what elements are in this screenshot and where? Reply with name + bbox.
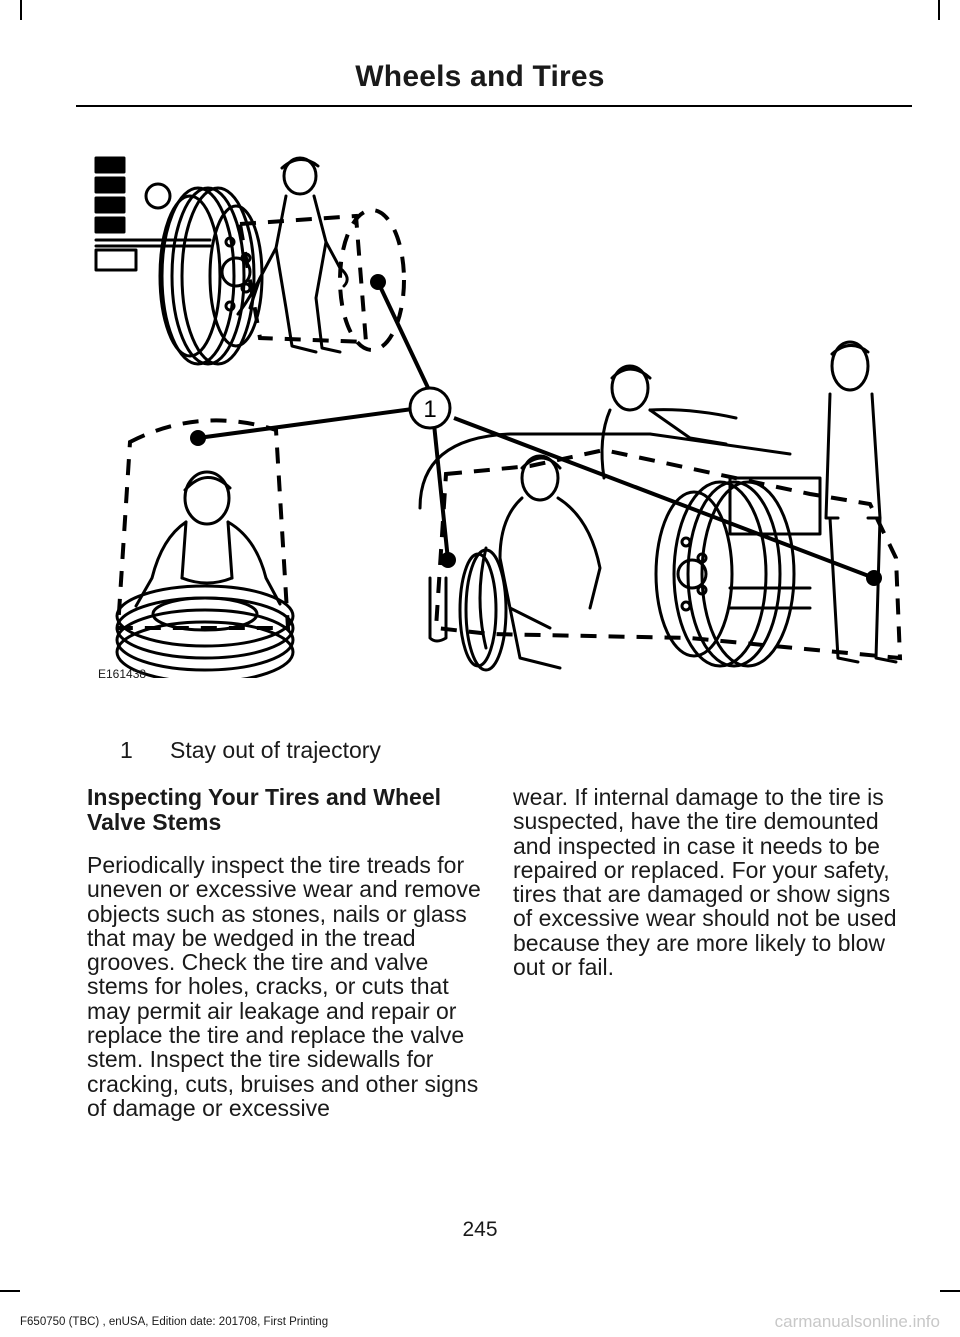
legend-number: 1 xyxy=(120,737,133,763)
legend-text: Stay out of trajectory xyxy=(170,737,381,763)
truck-wheel-right xyxy=(654,480,796,668)
right-column: wear. If internal damage to the tire is … xyxy=(513,785,908,979)
footer-edition: F650750 (TBC) , enUSA, Edition date: 201… xyxy=(20,1316,329,1328)
worker-gesturing xyxy=(600,364,738,480)
page-number: 245 xyxy=(462,1218,498,1241)
crop-mark-top-left xyxy=(20,0,22,20)
front-wheel xyxy=(458,548,508,672)
left-column: Inspecting Your Tires and Wheel Valve St… xyxy=(87,784,482,1121)
callout-circle xyxy=(408,386,452,430)
crop-mark-bottom-right xyxy=(940,1290,960,1292)
tire-safety-illustration: 1 xyxy=(94,156,903,678)
callout-number: 1 xyxy=(423,396,436,423)
trajectory-zone-top-tire xyxy=(338,208,406,352)
worker-checking-tire xyxy=(134,470,282,608)
crop-mark-top-right xyxy=(938,0,940,20)
watermark: carmanualsonline.info xyxy=(774,1312,940,1331)
body-paragraph-left: Periodically inspect the tire treads for… xyxy=(87,852,481,1121)
callout-dots xyxy=(190,274,882,586)
worker-mounting-tire xyxy=(236,156,349,354)
trajectory-zone-right xyxy=(433,447,903,661)
truck-body-left xyxy=(94,156,212,272)
body-paragraph-right: wear. If internal damage to the tire is … xyxy=(513,784,897,981)
tire-stack xyxy=(115,584,295,678)
figure-legend: 1 Stay out of trajectory xyxy=(120,737,381,764)
section-heading: Inspecting Your Tires and Wheel Valve St… xyxy=(87,784,442,835)
worker-kneeling xyxy=(498,454,602,670)
crop-mark-bottom-left xyxy=(0,1290,20,1292)
trajectory-zone-left xyxy=(115,418,291,630)
figure-code: E161438 xyxy=(98,667,147,681)
page-title: Wheels and Tires xyxy=(355,60,605,93)
header-rule xyxy=(76,105,912,107)
mounted-wheel xyxy=(158,186,264,366)
supervisor-standing xyxy=(824,340,898,664)
callout-leaders xyxy=(197,281,875,580)
